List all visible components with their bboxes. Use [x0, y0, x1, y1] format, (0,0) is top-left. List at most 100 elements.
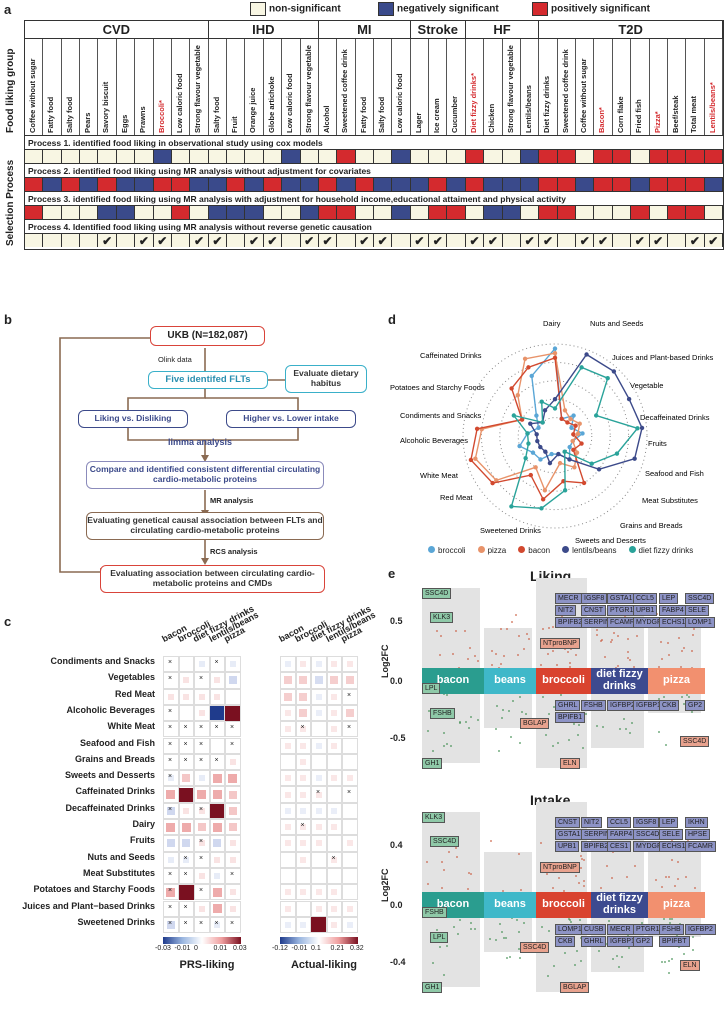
food-label: Alcohol	[322, 106, 331, 134]
nonsignificant-mark: ×	[184, 920, 188, 927]
heatmap-mark	[300, 759, 306, 765]
food-label: Diet fizzy drinks*	[469, 73, 478, 133]
food-label: Sweetened coffee drink	[340, 49, 349, 133]
significance-cell	[576, 149, 594, 163]
significance-cell	[503, 149, 521, 163]
significance-cell	[374, 205, 392, 219]
radar-point	[572, 465, 576, 469]
radar-point	[473, 456, 477, 460]
food-column: Fried fish	[631, 39, 649, 135]
heatmap-cell	[311, 721, 327, 737]
heatmap-mark	[199, 710, 205, 716]
data-point	[575, 875, 577, 877]
significance-cell	[190, 149, 208, 163]
group-cvd: CVD	[25, 21, 209, 39]
colorbar-tick: 0.03	[233, 945, 247, 952]
radar-point	[597, 467, 601, 471]
heatmap-cell	[342, 819, 358, 835]
data-point	[520, 889, 522, 891]
radar-point	[538, 445, 542, 449]
food-column: Pizza*	[650, 39, 668, 135]
heatmap-mark	[331, 906, 337, 912]
significance-cell	[172, 205, 190, 219]
data-point	[427, 883, 429, 885]
protein-tag: UPB1	[555, 841, 579, 852]
food-column: Prawns	[135, 39, 153, 135]
nonsignificant-mark: ×	[230, 920, 234, 927]
nonsignificant-mark: ×	[199, 920, 203, 927]
significance-cell	[190, 177, 208, 191]
heatmap-mark	[229, 791, 237, 799]
category-label: Juices and Plant-based Drinks	[612, 353, 714, 362]
heatmap-mark	[315, 676, 323, 684]
significance-cell	[686, 177, 704, 191]
radar-point	[517, 444, 521, 448]
heatmap-mark	[285, 775, 291, 781]
heatmap-mark	[230, 889, 236, 895]
nonsignificant-mark: ×	[184, 724, 188, 731]
radar-point	[539, 506, 543, 510]
data-point	[600, 887, 602, 889]
data-point	[456, 856, 458, 858]
protein-tag: ECHS1	[659, 841, 688, 852]
radar-point	[578, 421, 582, 425]
food-column: Strong flavour vegetable	[190, 39, 208, 135]
food-column: Lager	[411, 39, 429, 135]
food-column: Globe artichoke	[264, 39, 282, 135]
significance-cell	[521, 149, 539, 163]
legend-item: pizza	[478, 546, 507, 555]
radar-point	[567, 445, 571, 449]
significance-cell	[117, 205, 135, 219]
heatmap-mark	[300, 661, 306, 667]
colorbar-tick: -0.01	[175, 945, 191, 952]
segment-3: diet fizzy drinks	[591, 892, 648, 918]
significance-cell	[466, 205, 484, 219]
significance-cell	[337, 177, 355, 191]
category-label: Nuts and Seeds	[590, 319, 644, 328]
food-label: Beef/steak	[671, 95, 680, 133]
protein-tag: FSHB	[422, 907, 447, 918]
food-label: Salty food	[65, 97, 74, 133]
check-cell: ✔	[411, 233, 429, 247]
check-cell: ✔	[245, 233, 263, 247]
significance-cell	[686, 149, 704, 163]
radar-point	[556, 452, 560, 456]
nonsignificant-mark: ×	[184, 855, 188, 862]
heatmap-mark	[347, 840, 353, 846]
data-point	[446, 945, 448, 947]
radar-point	[590, 462, 594, 466]
heatmap-mark	[167, 839, 175, 847]
legend-text: diet fizzy drinks	[639, 546, 694, 555]
food-label: Prawns	[138, 106, 147, 133]
row-label: Dairy	[0, 819, 155, 829]
radar-point	[549, 452, 553, 456]
significance-cell	[392, 177, 410, 191]
food-column: Diet fizzy drinks*	[466, 39, 484, 135]
data-point	[519, 696, 521, 698]
food-column: Diet fizzy drinks	[539, 39, 557, 135]
data-point	[668, 960, 670, 962]
radar-point	[632, 456, 636, 460]
food-column: Salty food	[209, 39, 227, 135]
nonsignificant-mark: ×	[347, 692, 351, 699]
segment-3: diet fizzy drinks	[591, 668, 648, 694]
data-point	[432, 962, 434, 964]
protein-tag: IKHN	[685, 817, 708, 828]
significance-cell	[521, 205, 539, 219]
food-column: Strong flavour vegetable	[503, 39, 521, 135]
food-column: Bacon*	[594, 39, 612, 135]
row-label: Juices and Plant−based Drinks	[0, 901, 155, 911]
legend-item: lentils/beans	[562, 546, 616, 555]
significance-cell	[264, 205, 282, 219]
significance-cell	[539, 149, 557, 163]
data-point	[523, 922, 525, 924]
heatmap-mark	[199, 775, 205, 781]
significance-cell	[558, 205, 576, 219]
data-point	[668, 654, 670, 656]
heatmap-mark	[300, 775, 306, 781]
food-column: Sweetened coffee drink	[337, 39, 355, 135]
heatmap-cell	[179, 705, 195, 721]
heatmap-cell	[225, 689, 241, 705]
colorbar-tick: 0.21	[331, 945, 345, 952]
heatmap-mark	[316, 808, 322, 814]
